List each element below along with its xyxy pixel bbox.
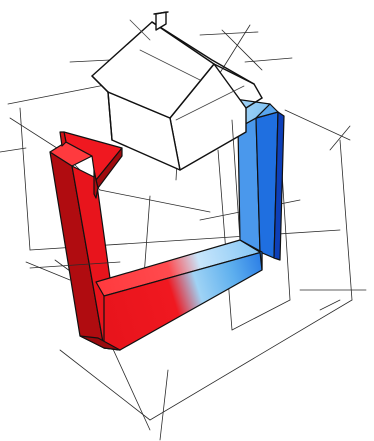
heat-loop-drawing — [0, 0, 374, 441]
illustration-canvas — [0, 0, 374, 441]
